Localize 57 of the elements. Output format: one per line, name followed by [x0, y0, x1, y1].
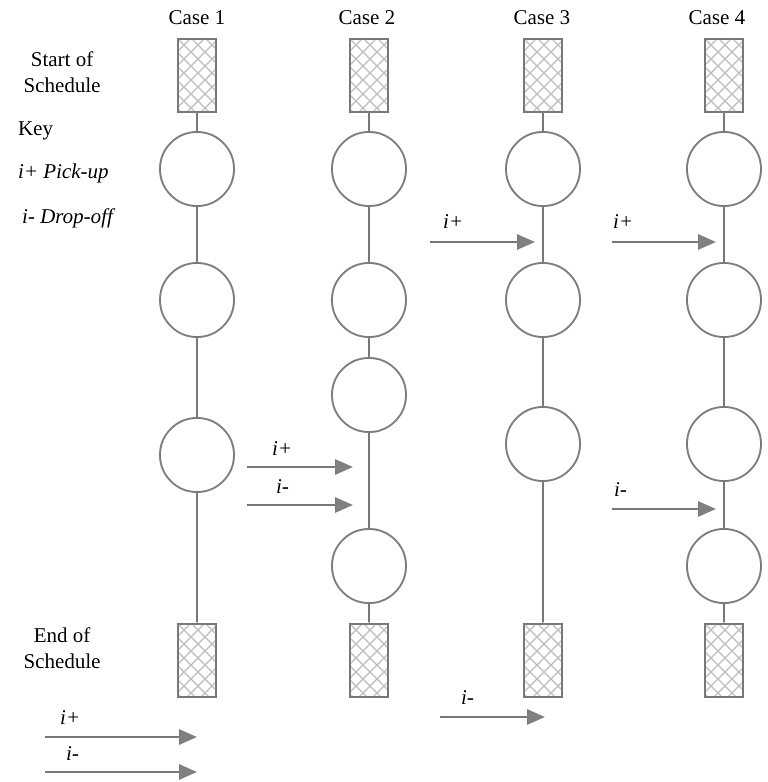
key-text: i+ Pick-up	[18, 158, 109, 184]
column-heading: Case 4	[688, 4, 746, 30]
connector-line	[542, 482, 544, 622]
hatched-box	[704, 38, 744, 112]
connector-line	[368, 433, 370, 528]
arrow-label: i-	[461, 684, 474, 710]
stop-circle	[331, 357, 407, 433]
hatched-box	[523, 38, 563, 112]
stop-circle	[505, 262, 581, 338]
hatched-box	[349, 622, 389, 698]
hatched-box	[349, 38, 389, 112]
arrow-label: i+	[613, 208, 634, 234]
connector-line	[196, 207, 198, 262]
column-heading: Case 3	[514, 4, 570, 30]
hatched-box	[523, 622, 563, 698]
stop-circle	[159, 262, 235, 338]
arrow-label: i-	[66, 740, 79, 766]
stop-circle	[686, 406, 762, 482]
connector-line	[723, 207, 725, 262]
stop-circle	[505, 131, 581, 207]
node-caption: Start of Schedule	[22, 46, 102, 98]
connector-line	[196, 493, 198, 622]
stop-circle	[686, 528, 762, 604]
stop-circle	[159, 131, 235, 207]
connector-line	[542, 338, 544, 406]
connector-line	[196, 338, 198, 417]
stop-circle	[331, 131, 407, 207]
arrow-label: i+	[443, 208, 464, 234]
connector-line	[368, 207, 370, 262]
column-heading: Case 2	[338, 4, 396, 30]
stop-circle	[686, 131, 762, 207]
connector-line	[542, 207, 544, 262]
stop-circle	[331, 528, 407, 604]
connector-line	[196, 112, 198, 131]
stop-circle	[505, 406, 581, 482]
connector-line	[542, 112, 544, 131]
stop-circle	[331, 262, 407, 338]
key-text: Key	[18, 115, 53, 141]
arrow-label: i+	[272, 435, 292, 461]
arrow-label: i-	[614, 476, 627, 502]
arrow-label: i-	[276, 473, 289, 499]
hatched-box	[177, 622, 217, 698]
key-text: i- Drop-off	[22, 203, 113, 229]
stop-circle	[686, 262, 762, 338]
connector-line	[368, 112, 370, 131]
connector-line	[723, 604, 725, 622]
connector-line	[368, 338, 370, 357]
connector-line	[368, 604, 370, 622]
hatched-box	[177, 38, 217, 112]
node-caption: End of Schedule	[22, 622, 102, 674]
hatched-box	[704, 622, 744, 698]
arrow-label: i+	[60, 704, 80, 730]
connector-line	[723, 112, 725, 131]
connector-line	[723, 338, 725, 406]
column-heading: Case 1	[168, 4, 226, 30]
stop-circle	[159, 417, 235, 493]
connector-line	[723, 482, 725, 528]
